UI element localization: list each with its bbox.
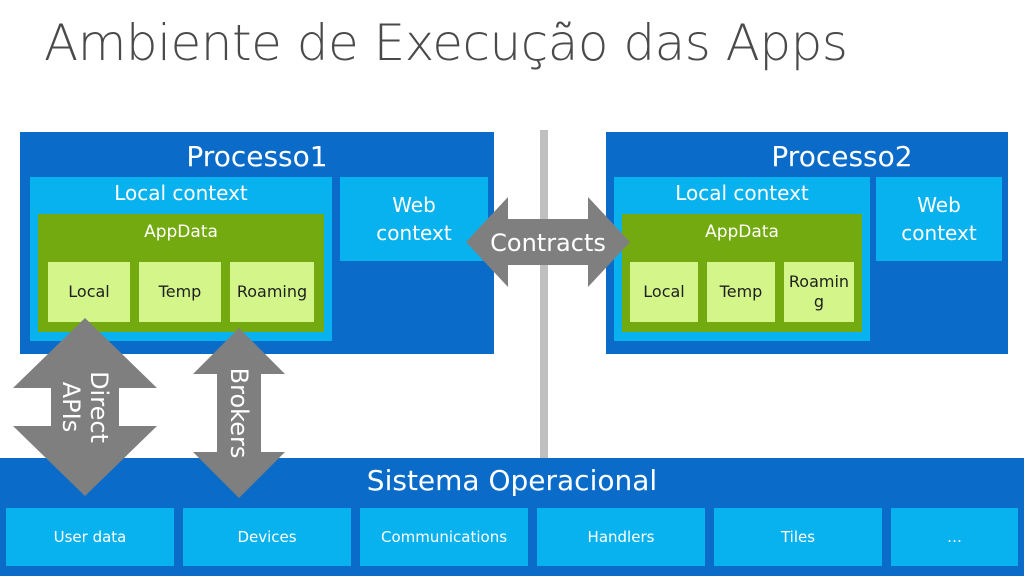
process1-title: Processo1 <box>186 140 328 173</box>
process2-roaming-line2: g <box>813 292 825 311</box>
process-divider <box>540 130 548 460</box>
process2-web-line2: context <box>901 221 977 245</box>
os-tile-communications: Communications <box>360 508 528 566</box>
direct-apis-line1: Direct <box>85 371 113 443</box>
brokers-label: Brokers <box>225 368 253 459</box>
process1-temp-store: Temp <box>139 262 221 322</box>
process2-local-store: Local <box>630 262 698 322</box>
contracts-label: Contracts <box>490 229 606 257</box>
process2-local-context-label: Local context <box>675 181 809 205</box>
process1-web-line1: Web <box>392 193 436 217</box>
process2-web-context: Web context <box>876 177 1002 261</box>
direct-apis-label-group: Direct APIs <box>57 371 113 443</box>
slide-title: Ambiente de Execução das Apps <box>44 14 848 72</box>
process2-web-line1: Web <box>917 193 961 217</box>
process1-web-context: Web context <box>340 177 488 261</box>
process1-appdata-label: AppData <box>144 222 218 242</box>
process2-appdata-label: AppData <box>705 222 779 242</box>
os-title: Sistema Operacional <box>366 464 658 497</box>
process2-roaming-store: Roamin g <box>784 262 854 322</box>
os-tile-devices: Devices <box>183 508 351 566</box>
os-tile-user-data: User data <box>6 508 174 566</box>
process1-local-store: Local <box>48 262 130 322</box>
process2-title: Processo2 <box>771 140 913 173</box>
os-tile-tiles: Tiles <box>714 508 882 566</box>
process2-roaming-line1: Roamin <box>788 272 850 291</box>
os-tile-handlers: Handlers <box>537 508 705 566</box>
process1-web-line2: context <box>376 221 452 245</box>
process2-temp-store: Temp <box>707 262 775 322</box>
process1-local-context-label: Local context <box>114 181 248 205</box>
os-tile-more: … <box>891 508 1018 566</box>
direct-apis-line2: APIs <box>57 382 85 432</box>
process1-roaming-store: Roaming <box>230 262 314 322</box>
